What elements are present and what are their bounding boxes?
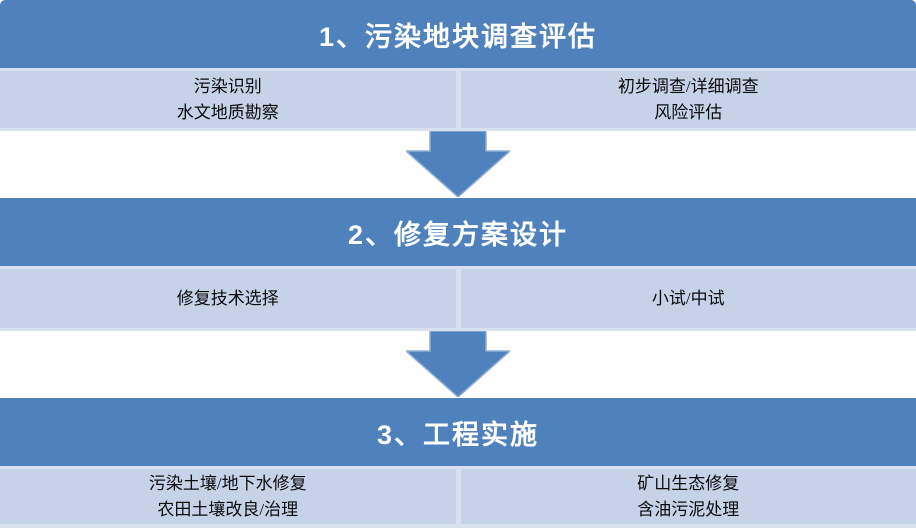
- stage-2-section: 2、修复方案设计 修复技术选择 小试/中试: [0, 198, 916, 331]
- separator: [0, 266, 916, 269]
- stage-3-substeps: 污染土壤/地下水修复 农田土壤改良/治理 矿山生态修复 含油污泥处理: [0, 469, 916, 524]
- separator: [0, 68, 916, 71]
- column-divider: [455, 71, 461, 128]
- separator: [0, 466, 916, 469]
- stage-2-substeps: 修复技术选择 小试/中试: [0, 269, 916, 328]
- substep-label: 小试/中试: [651, 289, 725, 308]
- stage-1-substeps: 污染识别 水文地质勘察 初步调查/详细调查 风险评估: [0, 71, 916, 128]
- stage-2-left-column: 修复技术选择: [0, 269, 456, 328]
- stage-3-right-column: 矿山生态修复 含油污泥处理: [461, 469, 916, 524]
- down-arrow-icon: [406, 331, 510, 397]
- substep-label: 初步调查/详细调查: [617, 76, 759, 96]
- stage-3-left-column: 污染土壤/地下水修复 农田土壤改良/治理: [0, 469, 456, 524]
- stage-2-right-column: 小试/中试: [461, 269, 916, 328]
- stage-1-right-column: 初步调查/详细调查 风险评估: [461, 71, 916, 128]
- substep-label: 风险评估: [654, 103, 723, 123]
- connector-zone-1: [0, 131, 916, 198]
- column-divider: [455, 269, 461, 328]
- substep-label: 水文地质勘察: [176, 103, 279, 123]
- stage-1-header: 1、污染地块调查评估: [0, 0, 916, 68]
- substep-label: 修复技术选择: [176, 289, 279, 308]
- down-arrow-icon: [406, 131, 510, 197]
- connector-zone-2: [0, 331, 916, 398]
- separator: [0, 128, 916, 131]
- separator: [0, 328, 916, 331]
- stage-2-header: 2、修复方案设计: [0, 198, 916, 266]
- stage-3-header: 3、工程实施: [0, 398, 916, 466]
- substep-label: 污染识别: [193, 76, 262, 96]
- substep-label: 矿山生态修复: [637, 474, 740, 494]
- stage-1-section: 1、污染地块调查评估 污染识别 水文地质勘察 初步调查/详细调查 风险评估: [0, 0, 916, 131]
- stage-3-section: 3、工程实施 污染土壤/地下水修复 农田土壤改良/治理 矿山生态修复 含油污泥处…: [0, 398, 916, 528]
- separator: [0, 524, 916, 528]
- substep-label: 污染土壤/地下水修复: [148, 474, 307, 494]
- substep-label: 农田土壤改良/治理: [157, 499, 299, 519]
- substep-label: 含油污泥处理: [637, 499, 740, 519]
- column-divider: [455, 469, 461, 524]
- stage-1-left-column: 污染识别 水文地质勘察: [0, 71, 456, 128]
